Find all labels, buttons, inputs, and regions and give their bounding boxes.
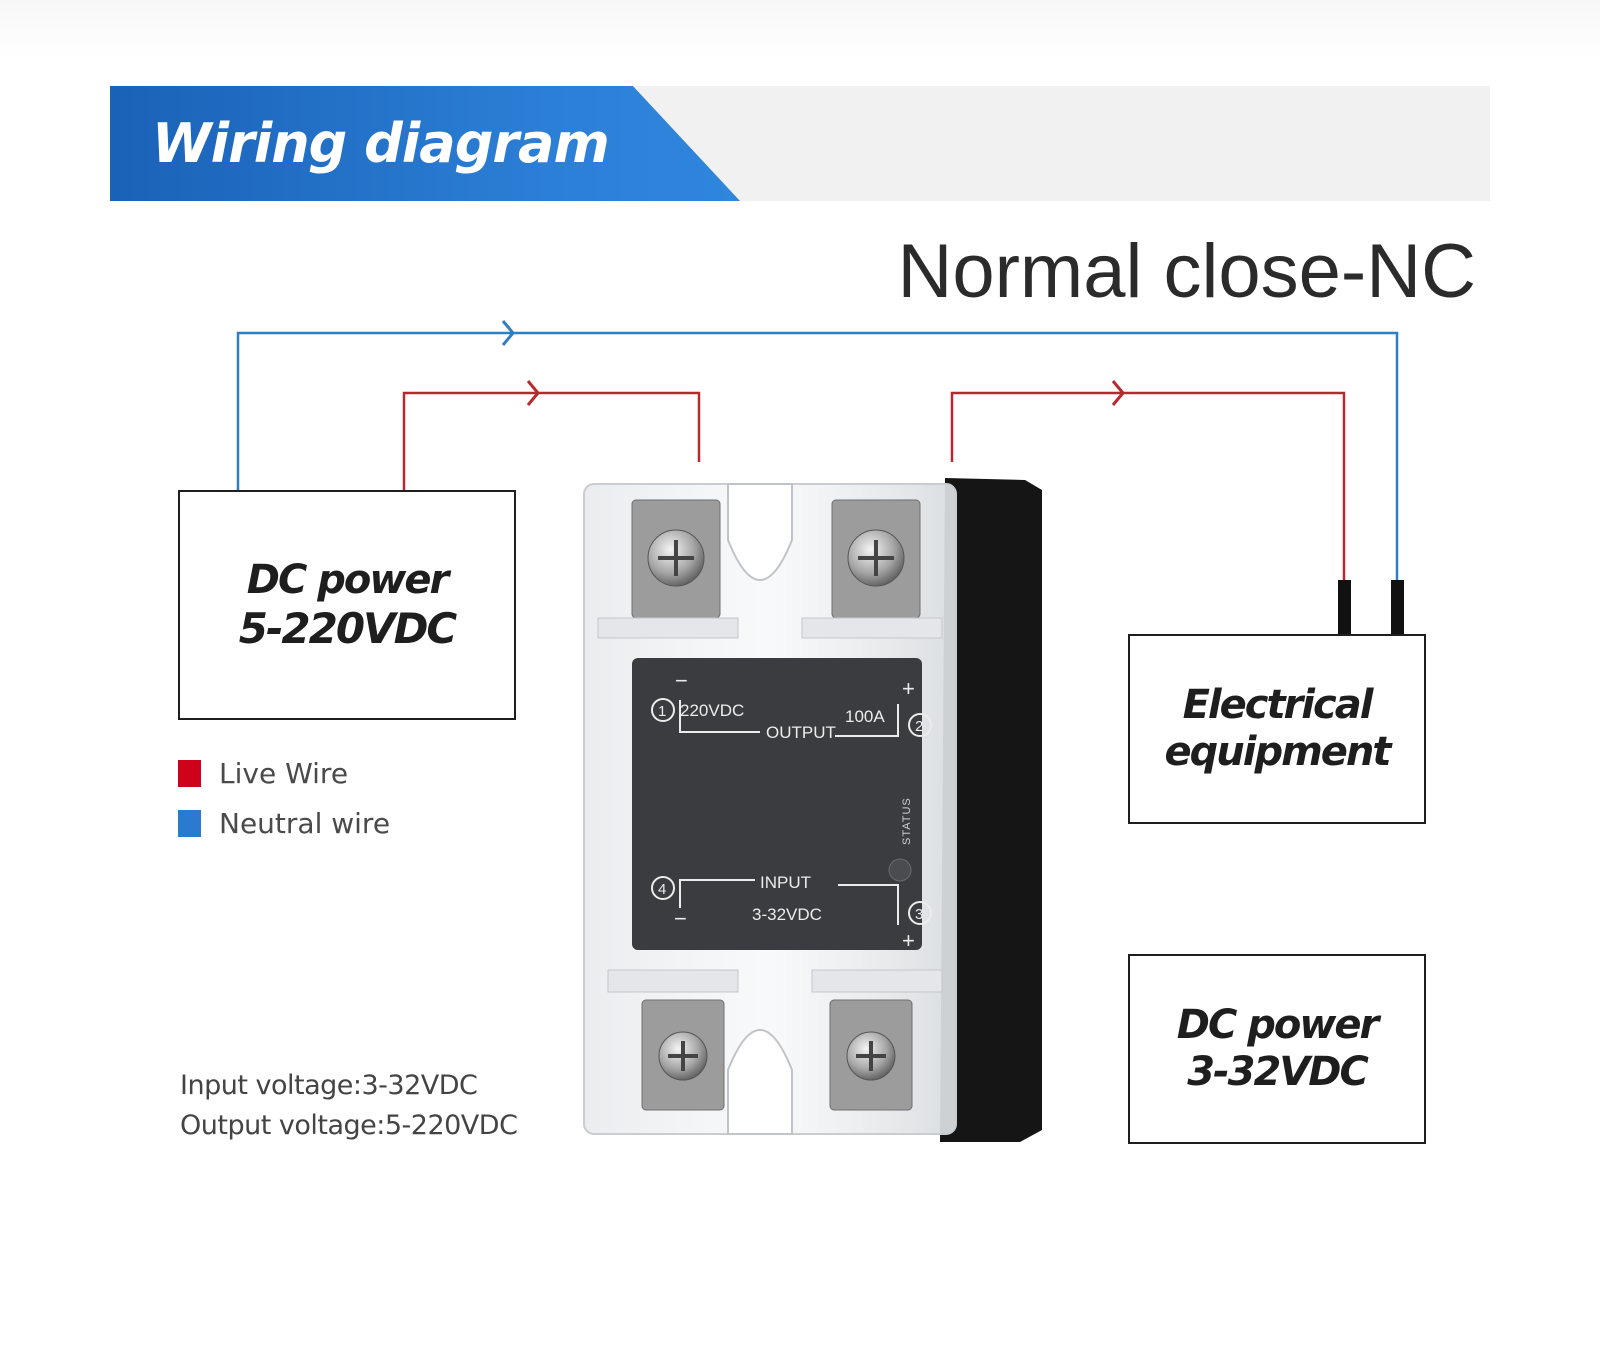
output-label: OUTPUT bbox=[766, 723, 836, 742]
relay-top-notch bbox=[727, 483, 793, 581]
dc-power-output-box: DC power 5-220VDC bbox=[178, 490, 516, 720]
terminal-3-number: 3 bbox=[915, 906, 923, 923]
dc-power-output-voltage: 5-220VDC bbox=[238, 603, 458, 653]
cover-ledge-top-right bbox=[801, 617, 943, 639]
terminal-1-marker bbox=[651, 698, 675, 722]
live-wire-right-arrow bbox=[1111, 380, 1125, 406]
input-plus-sign: + bbox=[902, 928, 915, 953]
neutral-wire bbox=[236, 331, 1399, 590]
output-minus-sign: − bbox=[675, 668, 688, 693]
output-voltage-spec: Output voltage:5-220VDC bbox=[180, 1110, 518, 1141]
legend-neutral-wire: Neutral wire bbox=[178, 807, 390, 840]
dc-power-input-title: DC power bbox=[1176, 1001, 1379, 1048]
status-led bbox=[888, 858, 912, 882]
banner-blue-tab bbox=[110, 86, 740, 201]
cover-ledge-top-left bbox=[597, 617, 739, 639]
live-wire-right bbox=[950, 391, 1346, 590]
live-wire-left bbox=[402, 391, 701, 492]
cover-ledge-bottom-right bbox=[811, 969, 943, 993]
output-current-label: 100A bbox=[845, 707, 885, 726]
neutral-wire-swatch bbox=[178, 810, 201, 837]
input-voltage-label: 3-32VDC bbox=[752, 905, 822, 924]
terminal-3-marker bbox=[908, 901, 932, 925]
neutral-wire-label: Neutral wire bbox=[219, 807, 391, 840]
input-bracket-right bbox=[838, 884, 899, 925]
terminal-2-marker bbox=[908, 713, 932, 737]
terminal-2-number: 2 bbox=[915, 718, 923, 735]
top-band bbox=[0, 0, 1600, 60]
input-voltage-spec: Input voltage:3-32VDC bbox=[180, 1070, 478, 1101]
status-label: STATUS bbox=[901, 797, 913, 845]
mode-heading: Normal close-NC bbox=[897, 229, 1476, 314]
live-wire-swatch bbox=[178, 760, 201, 787]
terminal-1-number: 1 bbox=[658, 703, 666, 720]
dc-power-output-title: DC power bbox=[246, 556, 449, 603]
relay-bottom-notch bbox=[727, 1029, 793, 1135]
input-bracket-left bbox=[679, 879, 755, 908]
equipment-line1: Electrical bbox=[1182, 681, 1374, 728]
equipment-line2: equipment bbox=[1164, 729, 1392, 775]
output-bracket-right bbox=[835, 704, 899, 737]
plug-prong-left bbox=[1338, 580, 1351, 634]
screw-icon-top-right bbox=[847, 529, 905, 587]
screw-icon-bottom-right bbox=[846, 1031, 896, 1081]
banner-title: Wiring diagram bbox=[152, 112, 610, 175]
input-minus-sign: − bbox=[674, 906, 687, 931]
live-wire-label: Live Wire bbox=[219, 757, 349, 790]
output-voltage-label: 220VDC bbox=[680, 701, 744, 720]
terminal-4-marker bbox=[651, 876, 675, 900]
solid-state-relay: − + 1 2 220VDC 100A OUTPUT STATUS 4 3 IN… bbox=[583, 478, 1042, 1142]
screw-icon-top-left bbox=[647, 529, 705, 587]
neutral-wire-arrow bbox=[501, 320, 515, 346]
dc-power-input-voltage: 3-32VDC bbox=[1187, 1049, 1369, 1095]
input-label: INPUT bbox=[760, 873, 811, 892]
screw-icon-bottom-left bbox=[658, 1031, 708, 1081]
relay-side-body bbox=[940, 478, 1042, 1142]
output-bracket bbox=[679, 700, 760, 733]
live-wire-left-arrow bbox=[526, 380, 540, 406]
output-plus-sign: + bbox=[902, 676, 915, 701]
plug-prong-right bbox=[1391, 580, 1404, 634]
terminal-4-number: 4 bbox=[658, 881, 666, 898]
electrical-equipment-box: Electrical equipment bbox=[1128, 634, 1426, 824]
dc-power-input-box: DC power 3-32VDC bbox=[1128, 954, 1426, 1144]
legend-live-wire: Live Wire bbox=[178, 757, 348, 790]
cover-ledge-bottom-left bbox=[607, 969, 739, 993]
